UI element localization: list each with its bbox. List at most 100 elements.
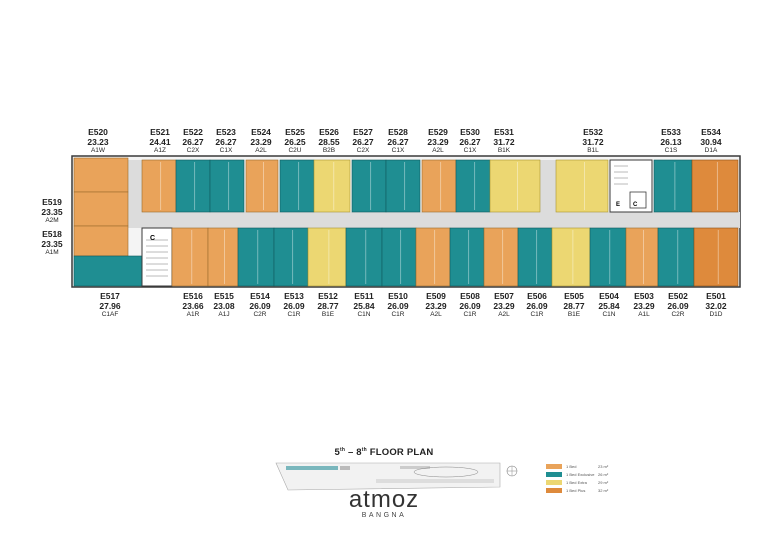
unit-area: 32.02 xyxy=(705,300,727,311)
unit-number: E525 xyxy=(285,127,305,137)
unit-block-E505 xyxy=(551,227,591,287)
unit-number: E508 xyxy=(460,291,480,301)
unit-type: B1E xyxy=(567,311,581,318)
unit-type: C1R xyxy=(463,311,477,318)
unit-area: 26.09 xyxy=(387,300,409,311)
unit-area: 28.77 xyxy=(317,300,339,311)
unit-number: E531 xyxy=(494,127,514,137)
unit-type: C1AF xyxy=(101,311,119,318)
unit-number: E529 xyxy=(428,127,448,137)
unit-E517-block xyxy=(73,255,143,287)
unit-area: 23.29 xyxy=(493,300,515,311)
unit-block-E525 xyxy=(279,159,315,213)
core-label-c-right: C xyxy=(633,202,638,208)
unit-block-E503 xyxy=(625,227,659,287)
stair-core-left xyxy=(141,227,173,287)
unit-type: C1R xyxy=(530,311,544,318)
legend-size: 23 m² xyxy=(598,464,609,469)
unit-type: A2L xyxy=(430,311,442,318)
unit-block-E516 xyxy=(171,227,209,287)
unit-area: 26.09 xyxy=(459,300,481,311)
unit-type: B1E xyxy=(321,311,335,318)
unit-area: 26.09 xyxy=(667,300,689,311)
unit-area: 23.35 xyxy=(41,206,63,217)
unit-number: E507 xyxy=(494,291,514,301)
unit-area: 23.29 xyxy=(633,300,655,311)
unit-number: E528 xyxy=(388,127,408,137)
unit-area: 23.66 xyxy=(182,300,204,311)
unit-area: 26.27 xyxy=(387,136,409,147)
unit-number: E521 xyxy=(150,127,170,137)
lift-core-right xyxy=(609,159,653,213)
unit-number: E511 xyxy=(354,291,374,301)
unit-area: 31.72 xyxy=(582,136,604,147)
unit-area: 26.27 xyxy=(182,136,204,147)
unit-area: 28.55 xyxy=(318,136,340,147)
unit-area: 26.09 xyxy=(283,300,305,311)
unit-type: D1D xyxy=(709,311,723,318)
unit-area: 25.84 xyxy=(353,300,375,311)
unit-number: E524 xyxy=(251,127,271,137)
unit-type: C2X xyxy=(186,147,200,154)
unit-block-E534 xyxy=(691,159,739,213)
unit-block-E512 xyxy=(307,227,347,287)
unit-number: E518 xyxy=(42,229,62,239)
floor-plan-title: 5th – 8th FLOOR PLAN xyxy=(334,447,434,458)
unit-area: 28.77 xyxy=(563,300,585,311)
unit-E519-block xyxy=(73,191,129,227)
unit-type: C1R xyxy=(391,311,405,318)
legend-size: 29 m² xyxy=(598,480,609,485)
unit-number: E503 xyxy=(634,291,654,301)
unit-type: A1R xyxy=(186,311,200,318)
unit-type: A1Z xyxy=(154,147,166,154)
unit-area: 26.09 xyxy=(249,300,271,311)
unit-type: C1X xyxy=(463,147,477,154)
unit-number: E517 xyxy=(100,291,120,301)
unit-block-E531 xyxy=(489,159,541,213)
unit-E518-block xyxy=(73,225,129,257)
unit-block-E509 xyxy=(415,227,451,287)
stair-treads-left xyxy=(146,239,168,277)
unit-area: 23.29 xyxy=(427,136,449,147)
unit-E520-block xyxy=(73,157,129,193)
unit-type: A1M xyxy=(45,249,59,256)
unit-number: E534 xyxy=(701,127,721,137)
unit-number: E505 xyxy=(564,291,584,301)
legend-label: 1 Bed Exclusive xyxy=(566,472,595,477)
unit-block-E515 xyxy=(207,227,239,287)
unit-type: C1S xyxy=(664,147,678,154)
unit-area: 26.09 xyxy=(526,300,548,311)
unit-block-E510 xyxy=(381,227,417,287)
unit-area: 26.27 xyxy=(215,136,237,147)
unit-area: 23.29 xyxy=(250,136,272,147)
unit-type: B1L xyxy=(587,147,599,154)
unit-area: 26.13 xyxy=(660,136,682,147)
unit-type: C1N xyxy=(602,311,616,318)
legend-swatch xyxy=(546,464,562,469)
unit-number: E527 xyxy=(353,127,373,137)
unit-number: E516 xyxy=(183,291,203,301)
unit-type: C2R xyxy=(253,311,267,318)
unit-block-E507 xyxy=(483,227,519,287)
unit-block-E526 xyxy=(313,159,351,213)
unit-area: 31.72 xyxy=(493,136,515,147)
unit-block-E524 xyxy=(245,159,279,213)
